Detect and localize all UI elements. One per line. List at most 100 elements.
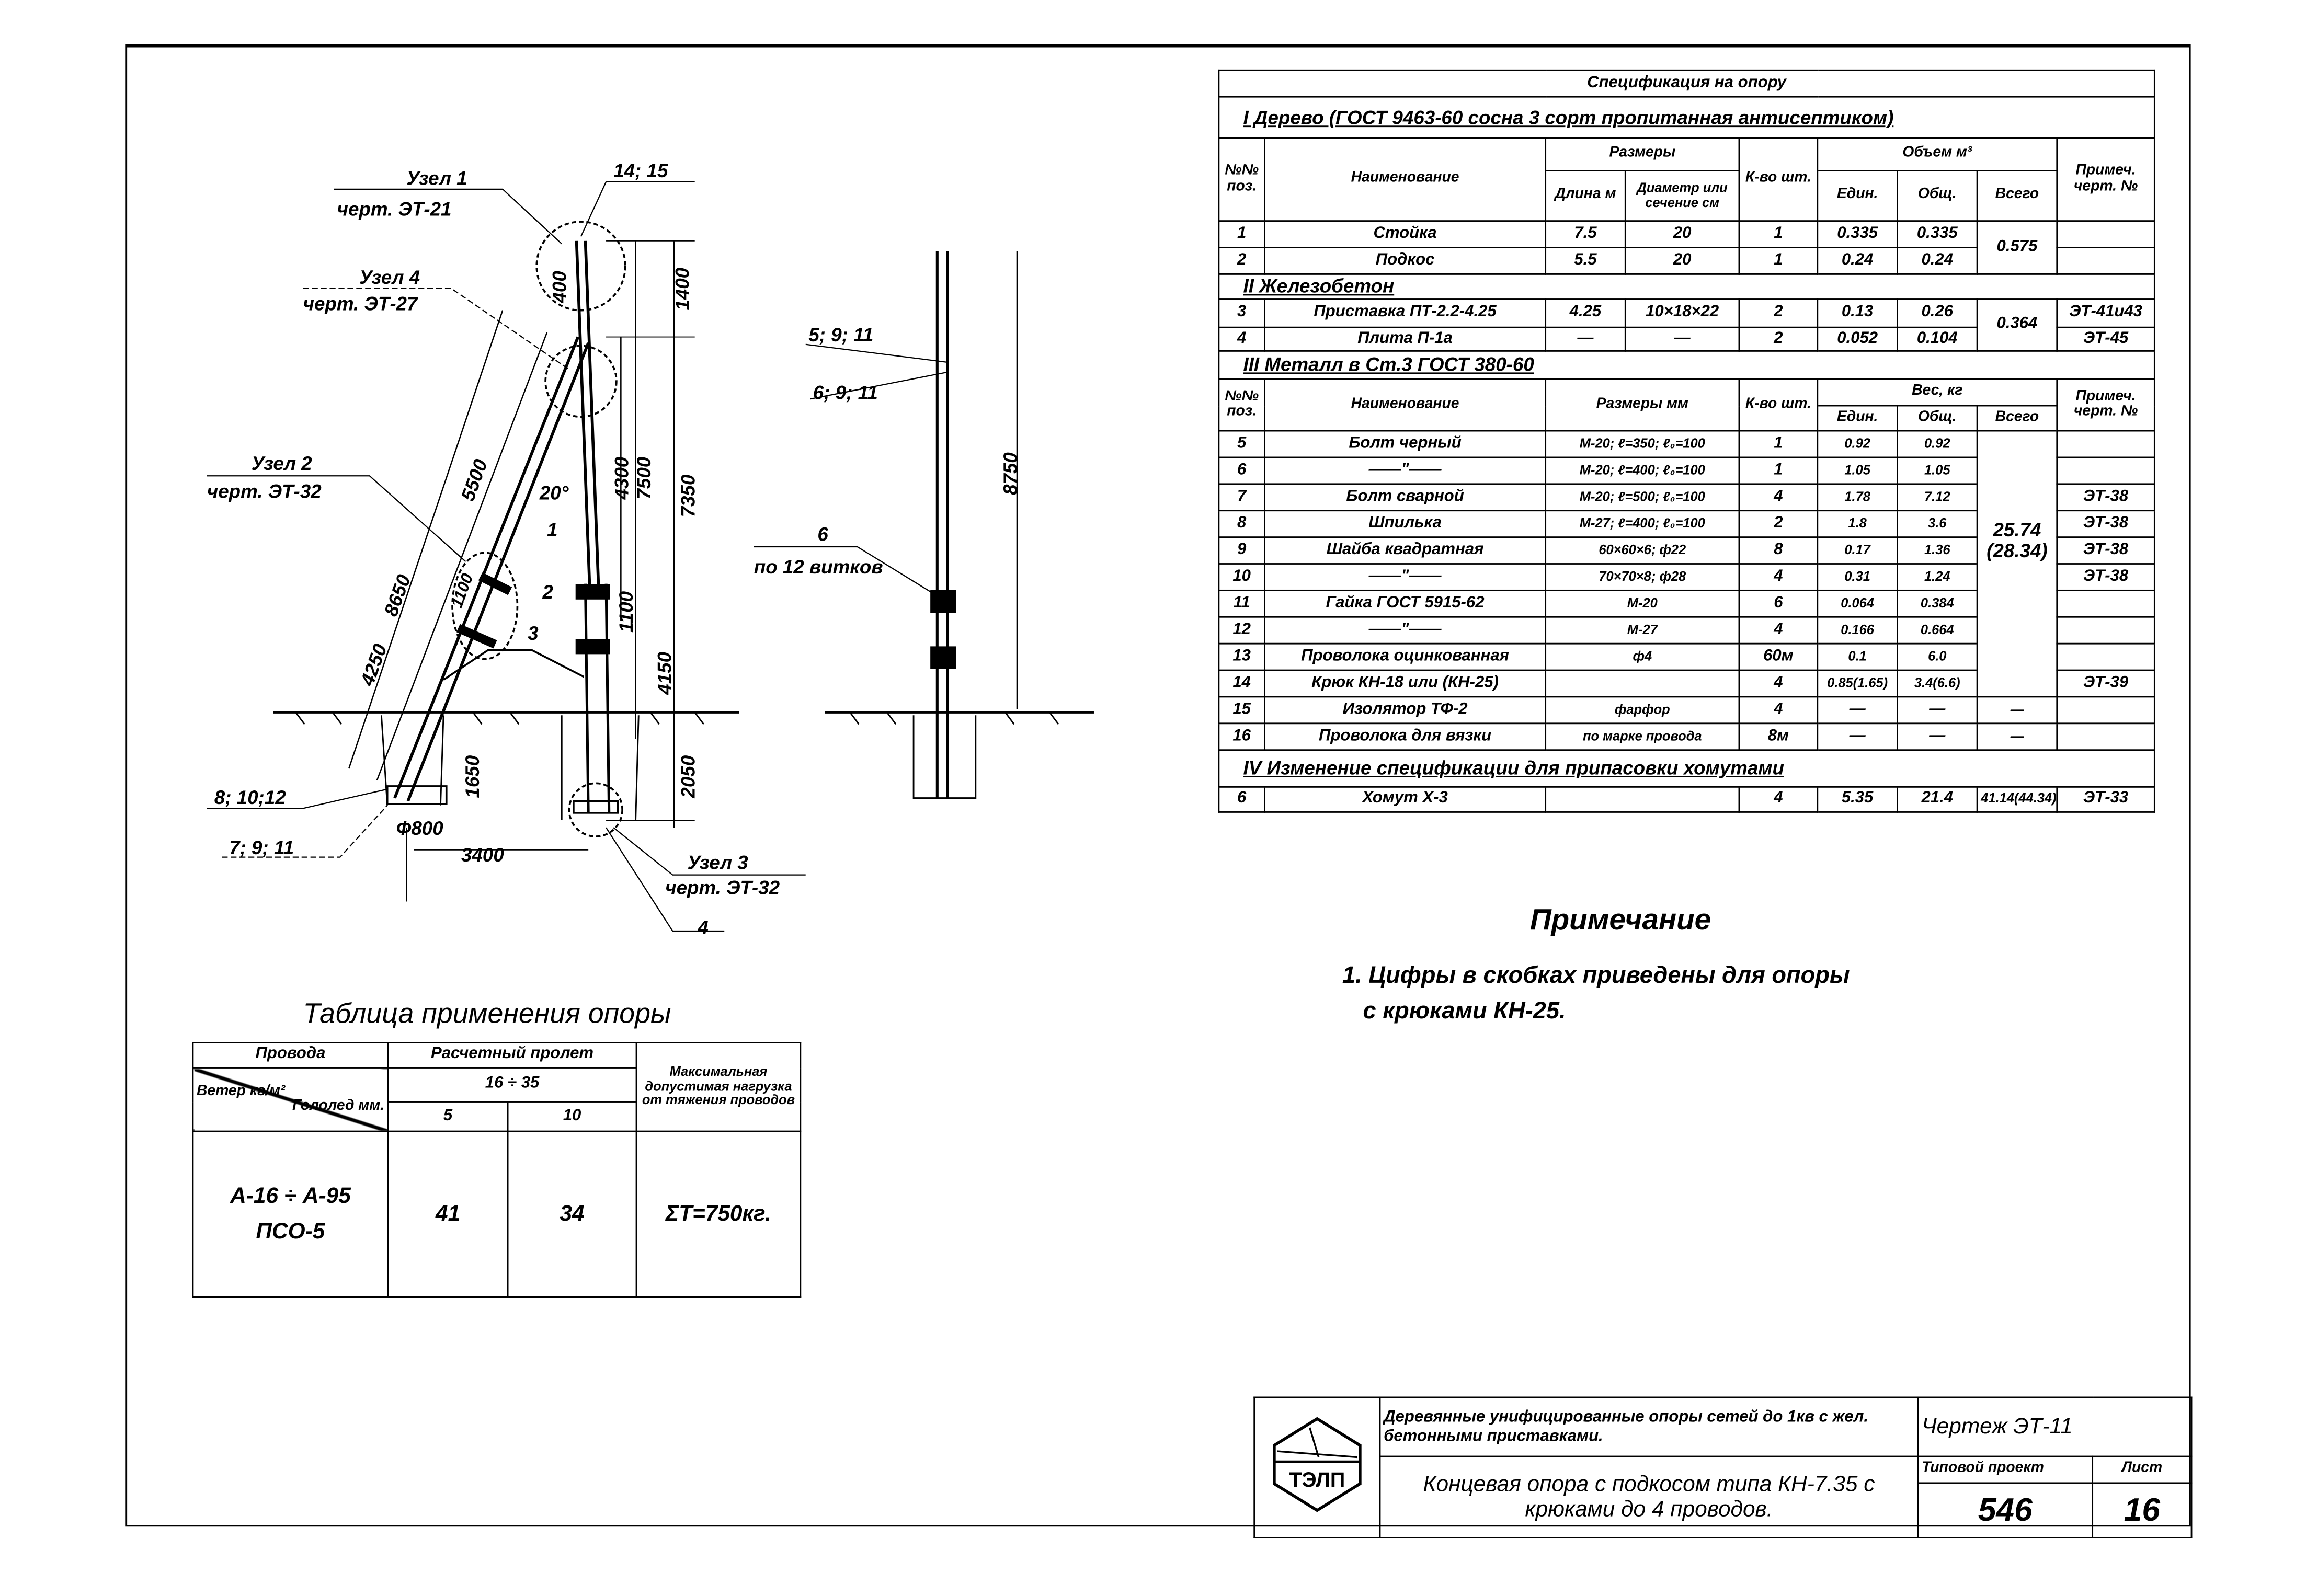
quantity: 8: [1738, 536, 1819, 565]
unit-value: 0.1: [1817, 642, 1898, 671]
header-unit: Един.: [1817, 405, 1898, 432]
position-2: 2: [542, 581, 554, 603]
wires-value-2: ПСО-5: [256, 1218, 325, 1244]
diameter: —: [1624, 326, 1740, 352]
note: [2056, 589, 2155, 618]
header-qty: К-во шт.: [1738, 378, 1819, 432]
pos: 10: [1218, 563, 1265, 591]
pos: 5: [1218, 430, 1265, 458]
total-value: 1.36: [1897, 536, 1978, 565]
total-value: 0.26: [1897, 298, 1978, 328]
band: [575, 584, 610, 600]
dim-8650: 8650: [380, 571, 415, 619]
total-value: 3.6: [1897, 510, 1978, 538]
header-note: Примеч. черт. №: [2056, 137, 2155, 222]
pos: 12: [1218, 616, 1265, 645]
brace: [393, 336, 590, 802]
item-name: Приставка ПТ-2.2-4.25: [1264, 298, 1547, 328]
size: М-27; ℓ=400; ℓ₀=100: [1545, 510, 1740, 538]
header-total: Общ.: [1897, 405, 1978, 432]
tэlp-logo-icon: ТЭЛП: [1273, 1417, 1362, 1513]
size: М-20: [1545, 589, 1740, 618]
plate-3: [443, 649, 585, 681]
header-sizes: Размеры мм: [1545, 378, 1740, 432]
node-3-ref: черт. ЭТ-32: [665, 877, 780, 898]
unit-value: 0.052: [1817, 326, 1898, 352]
total-value: 1.24: [1897, 563, 1978, 591]
total-value: 3.4(6.6): [1897, 669, 1978, 698]
side-band: [930, 590, 956, 613]
note-heading: Примечание: [1529, 904, 1711, 937]
position-7-9-11: 7; 9; 11: [229, 837, 294, 858]
total-value: 0.24: [1897, 247, 1978, 275]
total-value: 7.12: [1897, 483, 1978, 512]
header-wind-ice: Ветер кг/м² Гололед мм.: [192, 1067, 389, 1132]
quantity: 4: [1738, 669, 1819, 698]
quantity: 2: [1738, 510, 1819, 538]
total-value: 21.4: [1897, 786, 1978, 813]
angle-label: 20°: [539, 483, 569, 504]
dim-1100-pole: 1100: [615, 591, 637, 633]
dim-400: 400: [549, 271, 570, 304]
node-4-label: Узел 4: [359, 267, 420, 288]
size: фарфор: [1545, 696, 1740, 725]
all-value: 41.14(44.34): [1976, 786, 2058, 813]
sheet-frame: [125, 44, 2191, 1527]
pos: 3: [1218, 298, 1265, 328]
quantity: 1: [1738, 220, 1819, 248]
quantity: 1: [1738, 456, 1819, 485]
section-metal: III Металл в Ст.3 ГОСТ 380-60: [1218, 350, 2155, 380]
item-name: Шпилька: [1264, 510, 1547, 538]
unit-value: 1.8: [1817, 510, 1898, 538]
dim-4250: 4250: [356, 641, 391, 689]
total-value: 1.05: [1897, 456, 1978, 485]
dim-1400: 1400: [671, 267, 693, 310]
unit-value: —: [1817, 696, 1898, 725]
quantity: 60м: [1738, 642, 1819, 671]
position-4: 4: [697, 917, 708, 938]
pos: 11: [1218, 589, 1265, 618]
quantity: 1: [1738, 430, 1819, 458]
quantity: 2: [1738, 298, 1819, 328]
header-ice: Гололед мм.: [292, 1098, 385, 1115]
quantity: 4: [1738, 786, 1819, 813]
size: М-27: [1545, 616, 1740, 645]
header-ice-5: 5: [387, 1101, 509, 1132]
header-qty: К-во шт.: [1738, 137, 1819, 222]
sheet-number: 16: [2092, 1482, 2193, 1538]
application-table: Провода Расчетный пролет Максимальная до…: [192, 1042, 802, 1298]
pos: 6: [1218, 786, 1265, 813]
quantity: 2: [1738, 326, 1819, 352]
length: 4.25: [1545, 298, 1626, 328]
note: [2056, 696, 2155, 725]
dim-4150: 4150: [654, 651, 675, 695]
header-note: Примеч. черт. №: [2056, 378, 2155, 432]
size: М-20; ℓ=350; ℓ₀=100: [1545, 430, 1740, 458]
side-position-5-9-11: 5; 9; 11: [808, 324, 873, 346]
note: ЭТ-38: [2056, 563, 2155, 591]
unit-value: 0.13: [1817, 298, 1898, 328]
side-pole: [935, 251, 949, 798]
note-line-1: 1. Цифры в скобках приведены для опоры: [1342, 963, 1850, 989]
logo-text: ТЭЛП: [1289, 1469, 1345, 1492]
note: ЭТ-33: [2056, 786, 2155, 813]
unit-value: 0.31: [1817, 563, 1898, 591]
unit-value: 0.24: [1817, 247, 1898, 275]
quantity: 6: [1738, 589, 1819, 618]
note: [2056, 430, 2155, 458]
unit-value: 0.166: [1817, 616, 1898, 645]
sheet-label: Лист: [2092, 1455, 2193, 1484]
item-name: Проволока оцинкованная: [1264, 642, 1547, 671]
size: М-20; ℓ=500; ℓ₀=100: [1545, 483, 1740, 512]
header-dia: Диаметр или сечение см: [1624, 170, 1740, 222]
quantity: 8м: [1738, 722, 1819, 751]
total-value: 0.384: [1897, 589, 1978, 618]
header-weight: Вес, кг: [1817, 378, 2058, 407]
item-name: ——"——: [1264, 563, 1547, 591]
